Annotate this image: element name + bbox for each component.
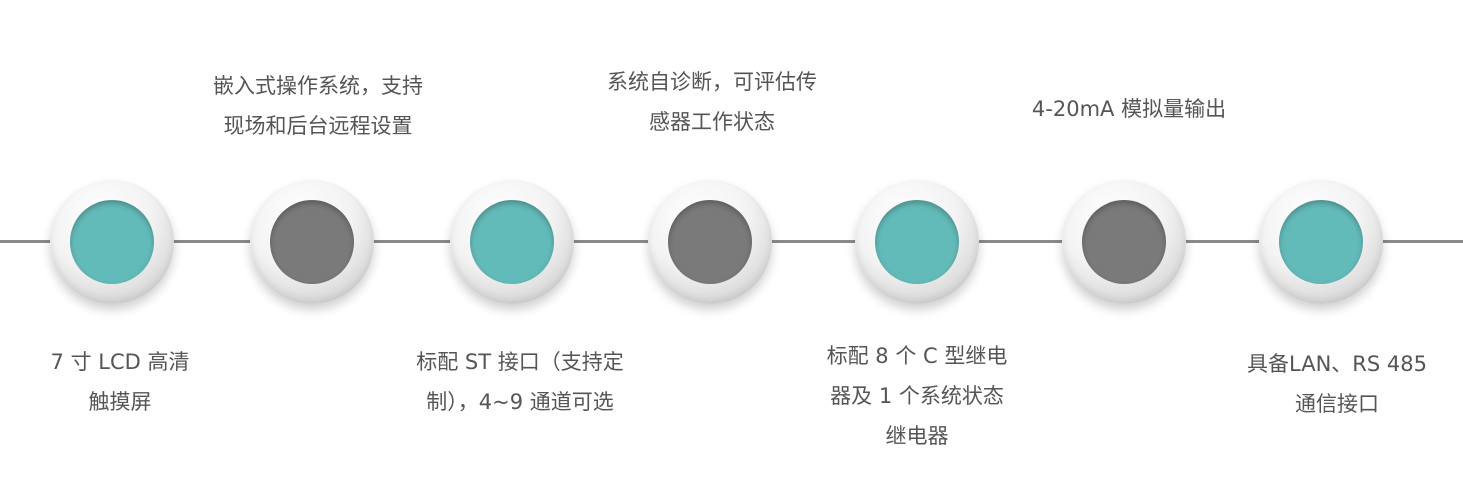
feature-node-1	[50, 180, 174, 304]
feature-label-1: 7 寸 LCD 高清 触摸屏	[0, 342, 240, 422]
feature-node-7	[1259, 180, 1383, 304]
feature-node-3	[450, 180, 574, 304]
feature-label-3-line-1: 标配 ST 接口（支持定	[416, 350, 624, 374]
feature-node-6-core	[1082, 200, 1166, 284]
feature-label-4-line-1: 系统自诊断，可评估传	[607, 70, 817, 94]
feature-label-2-line-2: 现场和后台远程设置	[223, 114, 413, 138]
feature-label-5-line-2: 器及 1 个系统状态	[830, 384, 1004, 408]
feature-node-2	[250, 180, 374, 304]
feature-label-6: 4-20mA 模拟量输出	[1009, 89, 1249, 129]
feature-label-6-line-1: 4-20mA 模拟量输出	[1031, 97, 1227, 121]
feature-label-7-line-2: 通信接口	[1295, 392, 1379, 416]
feature-label-2: 嵌入式操作系统，支持 现场和后台远程设置	[198, 66, 438, 146]
feature-label-1-line-2: 触摸屏	[88, 390, 152, 414]
feature-label-4-line-2: 感器工作状态	[649, 110, 775, 134]
feature-node-7-core	[1279, 200, 1363, 284]
feature-label-5-line-3: 继电器	[885, 424, 949, 448]
feature-node-1-core	[70, 200, 154, 284]
feature-label-3-line-2: 制），4~9 通道可选	[426, 390, 614, 414]
feature-label-7: 具备LAN、RS 485 通信接口	[1217, 344, 1457, 424]
feature-label-1-line-1: 7 寸 LCD 高清	[50, 350, 190, 374]
feature-node-4	[648, 180, 772, 304]
feature-node-6	[1062, 180, 1186, 304]
feature-node-4-core	[668, 200, 752, 284]
feature-node-3-core	[470, 200, 554, 284]
feature-label-2-line-1: 嵌入式操作系统，支持	[213, 74, 423, 98]
feature-label-7-line-1: 具备LAN、RS 485	[1247, 352, 1427, 376]
feature-label-4: 系统自诊断，可评估传 感器工作状态	[592, 62, 832, 142]
feature-node-2-core	[270, 200, 354, 284]
feature-label-3: 标配 ST 接口（支持定 制），4~9 通道可选	[400, 342, 640, 422]
feature-label-5: 标配 8 个 C 型继电 器及 1 个系统状态 继电器	[797, 336, 1037, 456]
feature-label-5-line-1: 标配 8 个 C 型继电	[826, 344, 1008, 368]
feature-node-5	[855, 180, 979, 304]
feature-node-5-core	[875, 200, 959, 284]
